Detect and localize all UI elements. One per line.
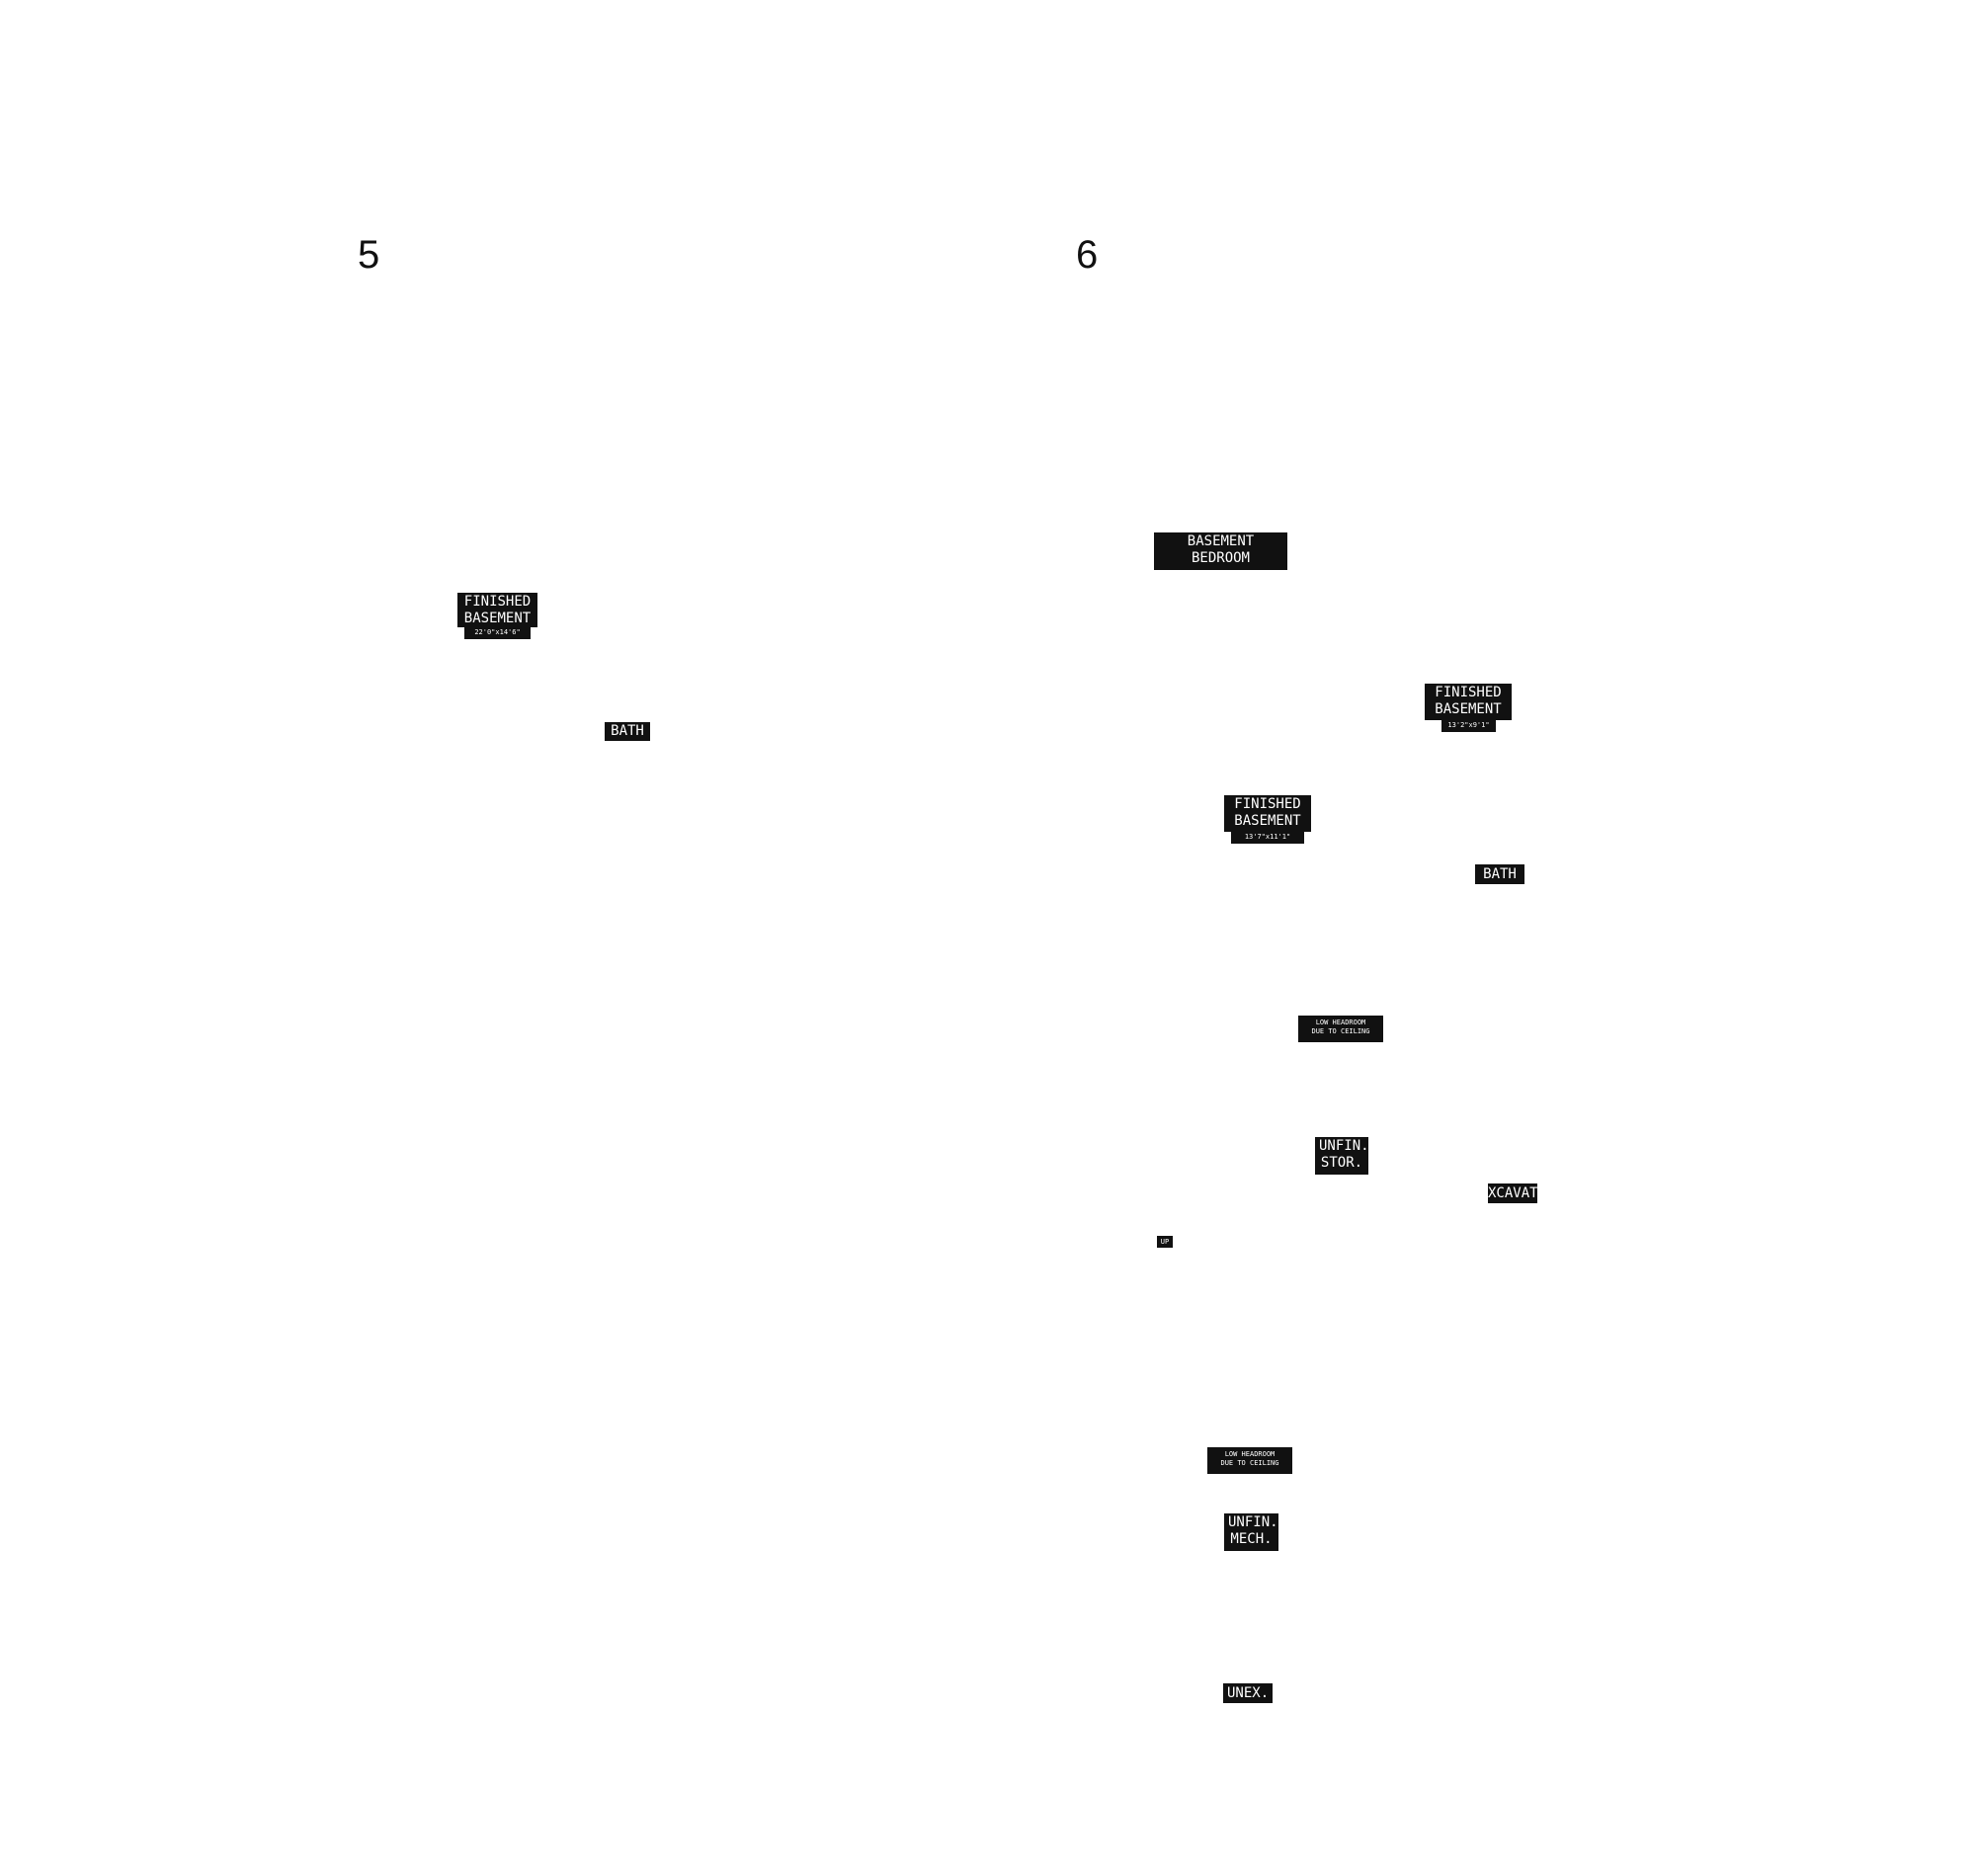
room-label-unfinished-storage: UNFIN. STOR.: [1315, 1137, 1368, 1175]
room-label-excavation: XCAVAT: [1488, 1183, 1537, 1203]
room-label-finished-basement: FINISHED BASEMENT: [1224, 795, 1311, 832]
room-label-finished-basement: FINISHED BASEMENT: [457, 593, 537, 627]
room-label-finished-basement: FINISHED BASEMENT: [1425, 684, 1512, 720]
note-low-headroom: LOW HEADROOM DUE TO CEILING: [1298, 1016, 1383, 1042]
room-dimension: 13'2"x9'1": [1441, 720, 1496, 732]
room-label-bath: BATH: [1475, 864, 1524, 884]
room-label-bath: BATH: [605, 722, 650, 741]
room-label-unfinished-mechanical: UNFIN. MECH.: [1224, 1513, 1278, 1551]
room-label-basement-bedroom: BASEMENT BEDROOM: [1154, 532, 1287, 570]
room-dimension: 13'7"x11'1": [1231, 832, 1304, 844]
room-dimension: 22'0"x14'6": [464, 627, 531, 639]
stair-label-up: UP: [1157, 1236, 1173, 1248]
room-label-unexcavated: UNEX.: [1223, 1683, 1273, 1703]
panel-number: 5: [358, 233, 380, 277]
panel-number: 6: [1076, 233, 1099, 277]
note-low-headroom: LOW HEADROOM DUE TO CEILING: [1207, 1447, 1292, 1474]
